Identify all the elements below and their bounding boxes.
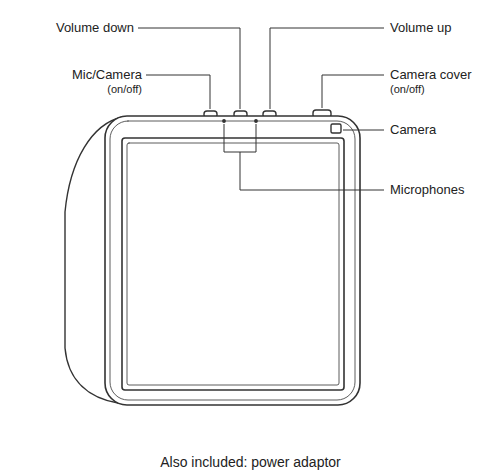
caption: Also included: power adaptor (160, 454, 341, 471)
leader-line (138, 28, 240, 109)
part-label: Camera cover (390, 67, 472, 83)
camera-lens (331, 124, 341, 133)
microphones-bracket (224, 124, 256, 152)
device-bezel-edge (110, 121, 355, 400)
part-label: (on/off) (390, 83, 425, 96)
screen-inner (127, 143, 339, 385)
device-front (105, 116, 360, 405)
part-label: Mic/Camera (72, 67, 142, 83)
leader-line (343, 130, 384, 131)
part-label: Volume down (56, 20, 134, 36)
leader-lines (138, 28, 384, 190)
microphone-hole (255, 120, 257, 122)
leader-line (146, 75, 210, 109)
screen-outer (122, 138, 344, 390)
part-label: Volume up (390, 20, 451, 36)
part-label: Microphones (390, 182, 464, 198)
leader-line (270, 28, 384, 109)
leader-line (322, 75, 384, 108)
leader-line (240, 152, 384, 190)
microphone-hole (223, 120, 225, 122)
part-label: Camera (390, 122, 436, 138)
part-label: (on/off) (107, 83, 142, 96)
